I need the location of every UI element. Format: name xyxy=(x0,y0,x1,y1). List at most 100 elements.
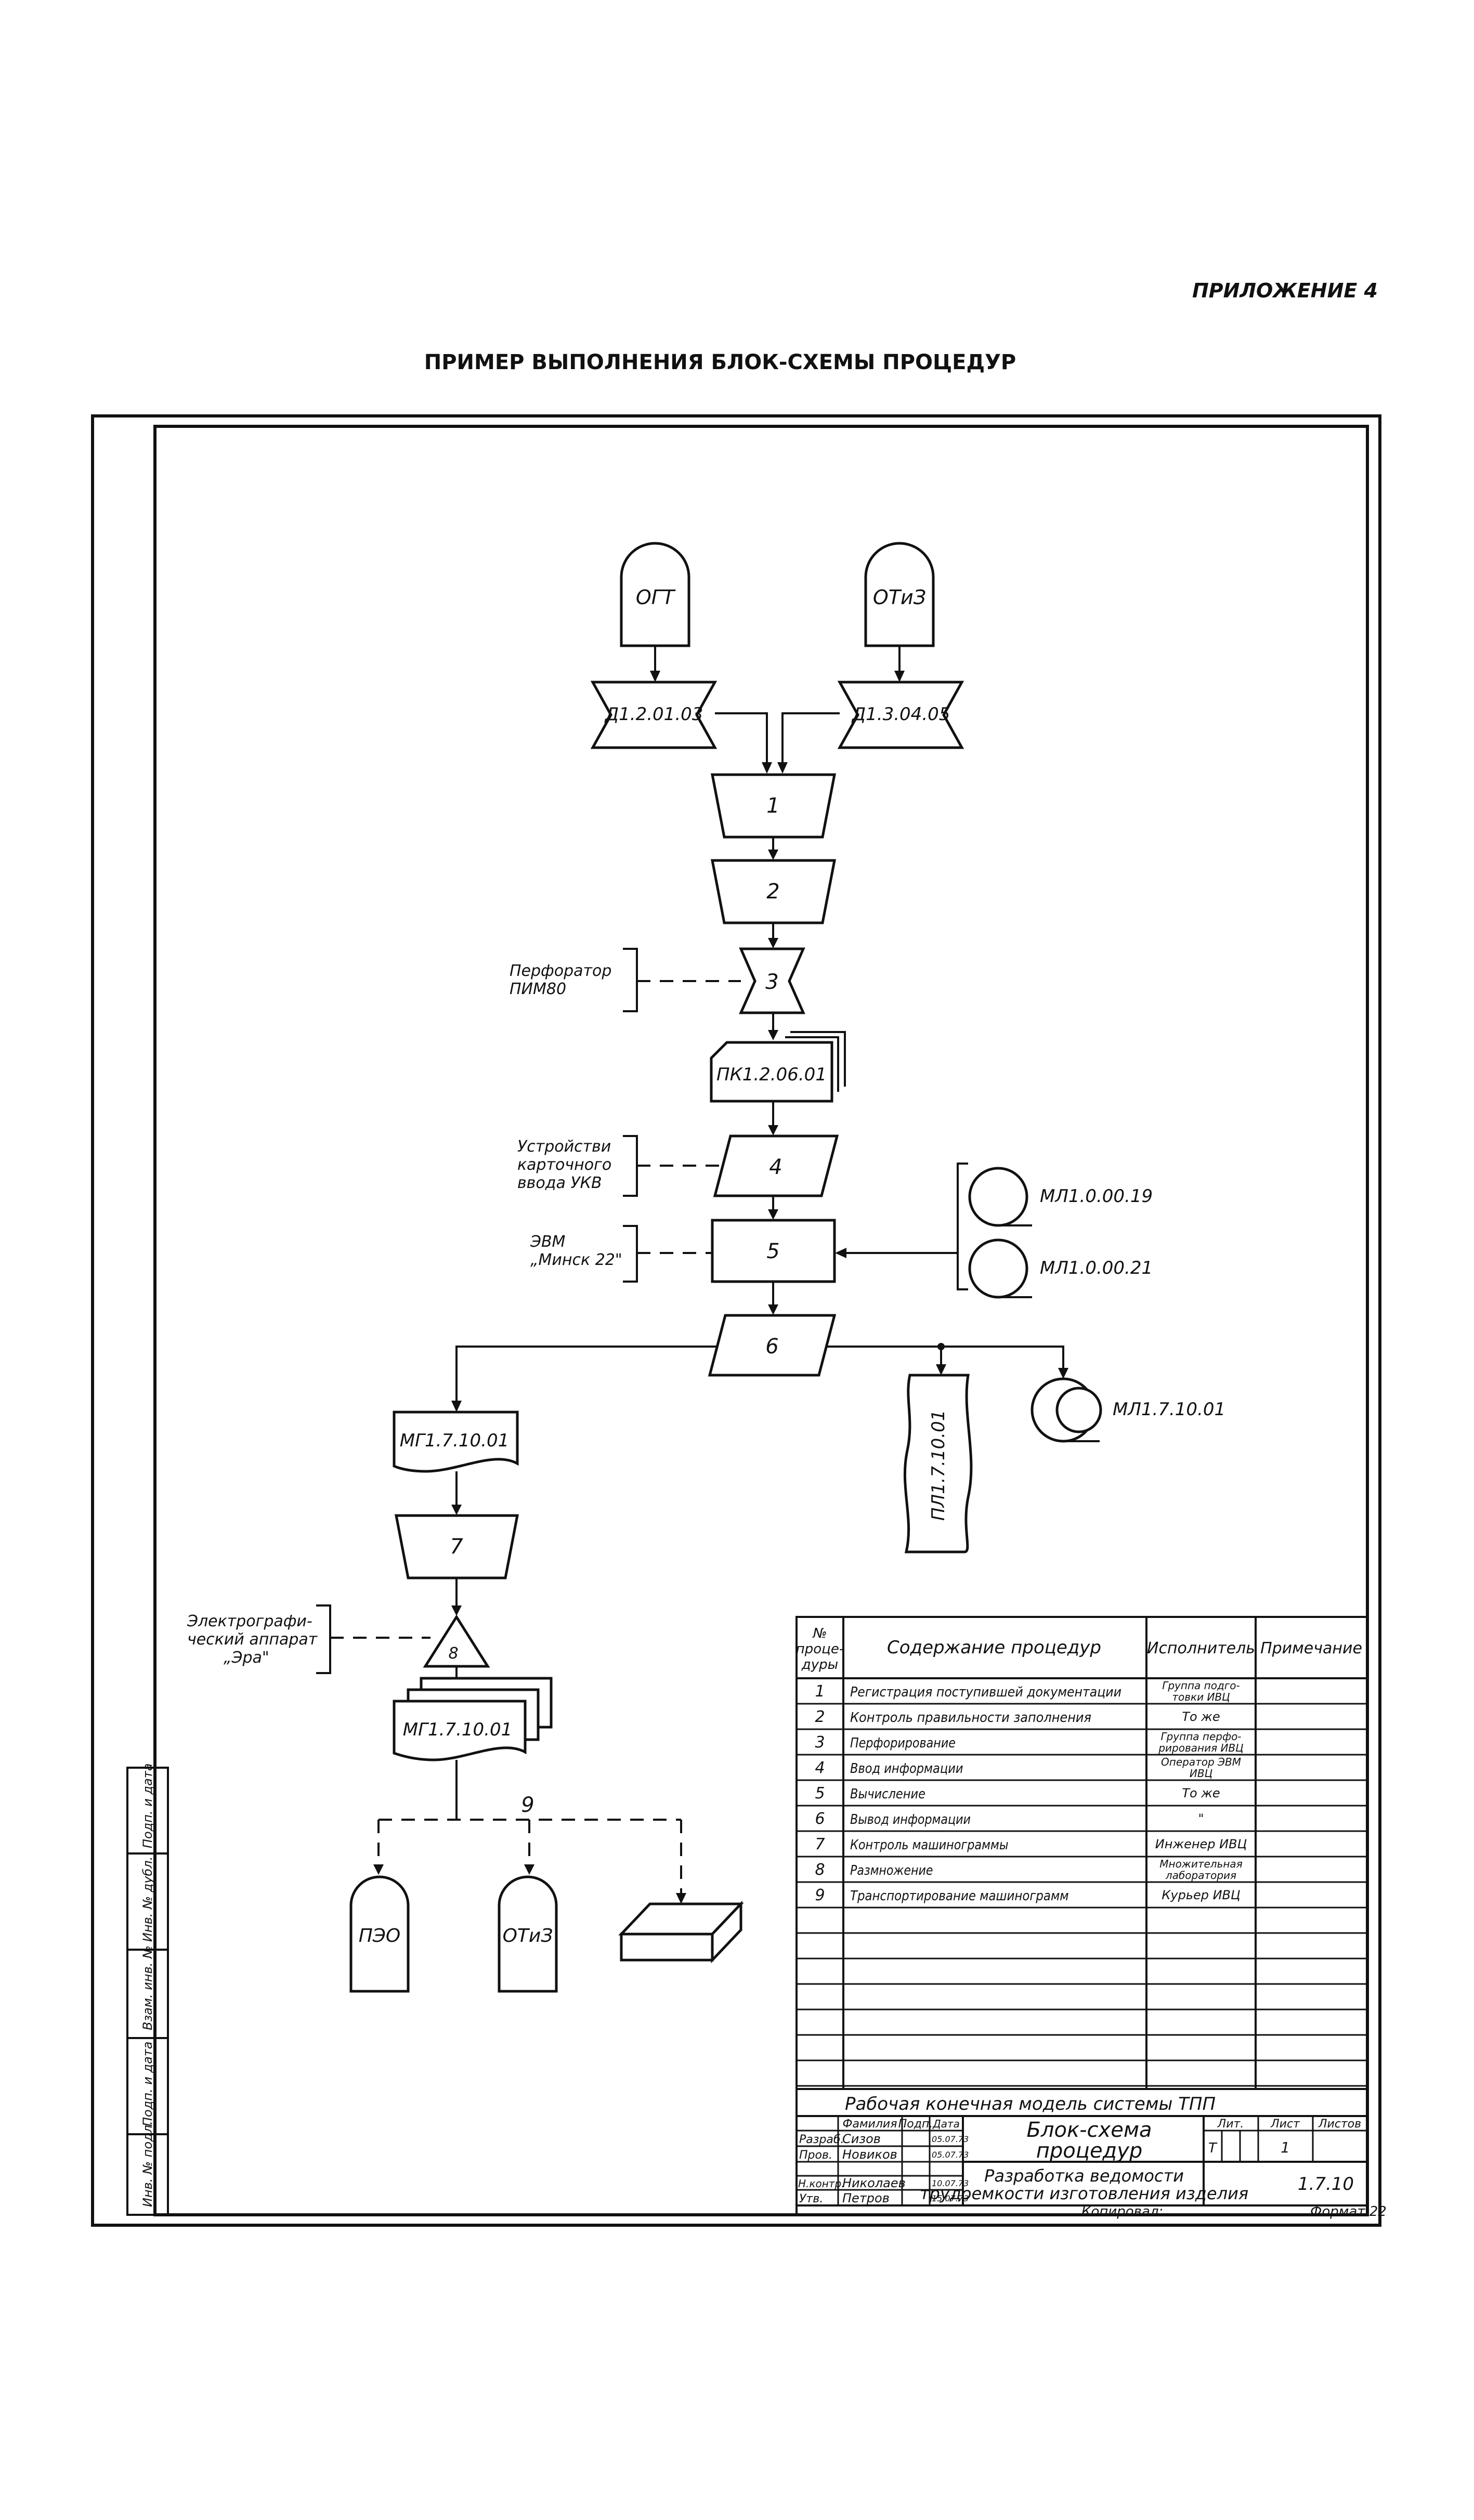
punch-card-pk1-2-06-01: ПК1.2.06.01 xyxy=(710,1031,846,1103)
outer-frame xyxy=(91,414,1381,2227)
svg-text:Разраб.: Разраб. xyxy=(799,2133,844,2146)
svg-text:Николаев: Николаев xyxy=(842,2176,906,2190)
svg-text:ввода УКВ: ввода УКВ xyxy=(517,1174,602,1192)
svg-text:Петров: Петров xyxy=(842,2191,890,2205)
tape-ml1-7-10-01-label: МЛ1.7.10.01 xyxy=(1113,1399,1225,1420)
svg-text:Сизов: Сизов xyxy=(842,2132,881,2146)
process-3-label: 3 xyxy=(765,970,778,994)
terminal-ogt xyxy=(620,542,690,647)
svg-text:„Минск 22": „Минск 22" xyxy=(530,1251,622,1269)
strip-label-1: Инв. № подл. xyxy=(140,2121,155,2207)
storage-box xyxy=(618,1900,744,1964)
process-1 xyxy=(710,773,837,839)
stamp-model: Рабочая конечная модель системы ТПП xyxy=(845,2094,1216,2114)
strip-label-2: Подп. и дата xyxy=(140,2042,155,2127)
table-row: 2 Контроль правильности заполнения То же xyxy=(815,1708,1220,1726)
table-cell-executor: Оператор ЭВМ xyxy=(1161,1756,1241,1768)
process-5 xyxy=(711,1219,836,1283)
svg-text:„Эра": „Эра" xyxy=(224,1649,269,1667)
process-9-label: 9 xyxy=(521,1793,534,1817)
punched-tape-label: ПЛ1.7.10.01 xyxy=(928,1410,949,1521)
table-cell-content: Регистрация поступившей документации xyxy=(850,1685,1121,1700)
table-cell-content: Вычисление xyxy=(850,1786,925,1802)
process-2-label: 2 xyxy=(766,880,779,904)
stamp-doc-title-2: процедур xyxy=(1036,2139,1143,2163)
svg-text:Утв.: Утв. xyxy=(799,2192,823,2205)
table-cell-executor: Множительная xyxy=(1159,1858,1242,1870)
left-side-strip: Инв. № подл. Подп. и дата Взам. инв. № И… xyxy=(126,1764,169,2216)
table-header-note: Примечание xyxy=(1260,1639,1362,1657)
process-6-label: 6 xyxy=(765,1335,778,1359)
svg-text:Н.контр.: Н.контр. xyxy=(798,2177,845,2190)
strip-label-4: Инв. № дубл. xyxy=(140,1857,155,1942)
svg-text:Листов: Листов xyxy=(1318,2118,1361,2131)
svg-text:Перфоратор: Перфоратор xyxy=(510,962,611,980)
table-cell-num: 2 xyxy=(815,1708,825,1726)
table-cell-num: 4 xyxy=(815,1759,825,1777)
process-2 xyxy=(710,859,837,924)
table-cell-executor: лаборатория xyxy=(1165,1869,1236,1882)
svg-text:Дата: Дата xyxy=(932,2118,960,2130)
process-1-label: 1 xyxy=(766,794,779,818)
svg-text:Т: Т xyxy=(1208,2140,1218,2156)
inner-frame xyxy=(153,425,1369,2216)
document-d1-3-04-05 xyxy=(837,681,964,749)
process-7-label: 7 xyxy=(450,1535,463,1559)
table-cell-executor: Группа подго- xyxy=(1162,1679,1240,1692)
tape-ml1-0-00-19-label: МЛ1.0.00.19 xyxy=(1040,1186,1153,1207)
svg-text:05.07.73: 05.07.73 xyxy=(932,2134,969,2144)
terminal-otiz-top xyxy=(864,542,935,647)
table-cell-executor: Группа перфо- xyxy=(1160,1730,1241,1743)
process-4-label: 4 xyxy=(769,1155,782,1179)
table-cell-num: 7 xyxy=(815,1835,825,1853)
table-cell-executor: То же xyxy=(1182,1709,1220,1724)
machinegram-2-label: МГ1.7.10.01 xyxy=(403,1719,513,1740)
table-cell-content: Размножение xyxy=(850,1863,933,1878)
table-cell-executor: " xyxy=(1198,1811,1204,1826)
process-7 xyxy=(394,1514,519,1579)
svg-text:Пров.: Пров. xyxy=(799,2149,832,2162)
table-header-content: Содержание процедур xyxy=(887,1637,1101,1658)
table-row: 1 Регистрация поступившей документации Гру… xyxy=(815,1679,1240,1703)
process-3 xyxy=(739,947,805,1014)
machinegram-mg1-7-10-01-b: МГ1.7.10.01 xyxy=(393,1677,553,1761)
table-cell-content: Вывод информации xyxy=(850,1812,971,1827)
table-cell-num: 6 xyxy=(815,1810,825,1828)
table-cell-num: 3 xyxy=(815,1733,825,1752)
punch-card-label: ПК1.2.06.01 xyxy=(716,1064,827,1085)
table-cell-executor: ИВЦ xyxy=(1190,1767,1212,1780)
terminal-ogt-label: ОГТ xyxy=(636,586,676,609)
svg-text:ЭВМ: ЭВМ xyxy=(530,1233,566,1251)
terminal-peo xyxy=(349,1875,410,1993)
table-cell-content: Контроль правильности заполнения xyxy=(850,1710,1091,1726)
appendix-label: ПРИЛОЖЕНИЕ 4 xyxy=(1192,279,1378,302)
machinegram-mg1-7-10-01-a: МГ1.7.10.01 xyxy=(393,1411,519,1473)
document-d1-3-04-05-label: Д1.3.04.05 xyxy=(851,704,950,725)
svg-text:Копировал:: Копировал: xyxy=(1081,2204,1163,2219)
machinegram-1-label: МГ1.7.10.01 xyxy=(400,1430,510,1451)
table-cell-num: 1 xyxy=(815,1682,825,1701)
computer-note: ЭВМ „Минск 22" xyxy=(530,1225,712,1283)
magnetic-tape-ml1-7-10-01: МЛ1.7.10.01 xyxy=(1031,1377,1225,1443)
table-cell-executor: товки ИВЦ xyxy=(1172,1691,1230,1703)
terminal-otiz-bottom-label: ОТиЗ xyxy=(503,1925,553,1947)
process-8-label: 8 xyxy=(448,1644,458,1663)
terminal-otiz-top-label: ОТиЗ xyxy=(873,586,926,609)
tape-ml1-0-00-21-label: МЛ1.0.00.21 xyxy=(1040,1258,1153,1278)
svg-text:Новиков: Новиков xyxy=(842,2147,897,2162)
title-block: Рабочая конечная модель системы ТПП Фами… xyxy=(795,2088,1387,2219)
svg-text:Лит.: Лит. xyxy=(1217,2118,1244,2131)
table-header-executor: Исполнитель xyxy=(1147,1639,1255,1657)
stamp-doc-title-1: Блок-схема xyxy=(1026,2118,1152,2142)
svg-text:дуры: дуры xyxy=(801,1657,838,1673)
svg-text:№: № xyxy=(812,1626,827,1641)
document-d1-2-01-03-label: Д1.2.01.03 xyxy=(604,704,703,725)
svg-text:10.07.73: 10.07.73 xyxy=(932,2178,969,2188)
